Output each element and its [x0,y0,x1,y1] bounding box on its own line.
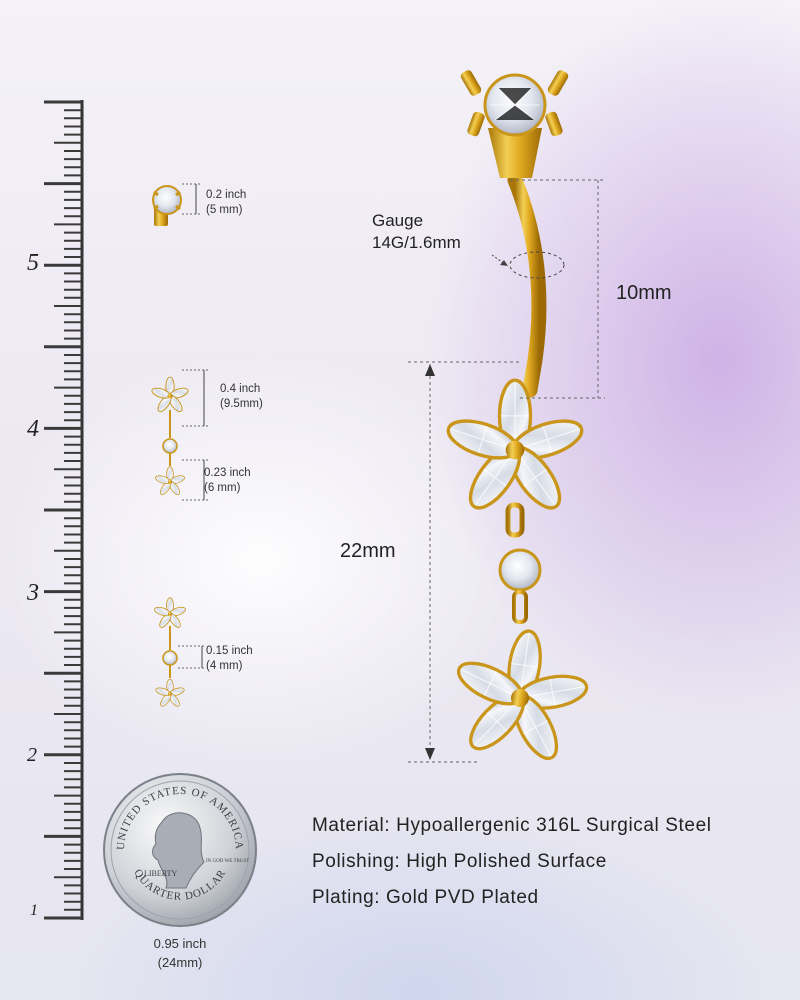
spec-plating: Plating: Gold PVD Plated [312,887,539,908]
flower-large-size: 0.4 inch (9.5mm) [220,382,263,412]
top-gem-size: 0.2 inch (5 mm) [206,188,246,218]
top-gem [460,70,569,178]
gem-small-size: 0.15 inch (4 mm) [206,644,253,674]
ruler: 5 4 3 2 1 [27,96,88,924]
ruler-label-4: 4 [27,416,39,442]
ruler-label-2: 2 [27,744,37,766]
dangle-thumbnail-1-dimensions [182,369,208,501]
gem-small-mm: (4 mm) [206,660,243,672]
ruler-label-1: 1 [30,902,38,919]
spec-material: Material: Hypoallergenic 316L Surgical S… [312,815,712,836]
belly-ring-main [330,70,630,780]
bar-length-label: 10mm [616,282,672,304]
top-gem-mm: (5 mm) [206,204,243,216]
flower-large-inch: 0.4 inch [220,383,261,395]
coin-size: 0.95 inch (24mm) [130,934,230,972]
gem-small-dimension [178,645,206,669]
top-gem-dimension [182,183,202,215]
washington-profile [152,812,205,889]
coin-mm: (24mm) [157,955,203,970]
dangle-thumbnail-2 [140,584,210,724]
gauge-indicator [491,251,565,279]
top-gem-thumbnail [152,185,182,226]
dangle-length-label: 22mm [340,540,396,562]
gauge-value: 14G/1.6mm [372,233,461,252]
ruler-ticks [44,100,84,920]
ruler-label-5: 5 [27,250,39,276]
gauge-title: Gauge [372,211,424,230]
top-gem-inch: 0.2 inch [206,189,247,201]
ruler-label-3: 3 [27,580,39,606]
curved-barbell [507,172,547,398]
quarter-coin: UNITED STATES OF AMERICA QUARTER DOLLAR … [103,773,257,927]
flower-large-mm: (9.5mm) [220,398,263,410]
coin-liberty: LIBERTY [144,869,178,878]
spec-polishing: Polishing: High Polished Surface [312,851,607,872]
gem-small-inch: 0.15 inch [206,645,253,657]
gauge-label: Gauge 14G/1.6mm [372,210,461,254]
flower-small-size: 0.23 inch (6 mm) [204,466,251,496]
coin-inch: 0.95 inch [153,936,207,951]
flower-small-inch: 0.23 inch [204,467,251,479]
coin-motto: IN GOD WE TRUST [206,859,249,864]
flower-small-mm: (6 mm) [204,482,241,494]
dangle-length-dimension [408,361,522,763]
product-specs: Material: Hypoallergenic 316L Surgical S… [312,808,712,916]
bar-length-dimension [510,179,605,399]
dangle-thumbnail-1 [140,366,210,506]
